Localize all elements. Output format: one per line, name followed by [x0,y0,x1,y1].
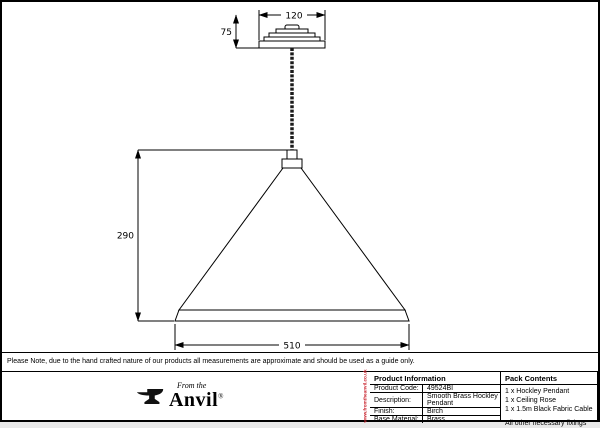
pendant-shade [174,167,410,322]
row-label: Description: [370,393,423,407]
website-strip: www.fromtheanvil.co.uk [359,369,370,423]
ceiling-rose [258,24,326,49]
dim-label-shade-width: 510 [283,342,300,352]
row-label: Product Code: [370,385,423,392]
product-info-body: Product Code: 49524BI Description: Smoot… [370,385,501,423]
row-value: Smooth Brass Hockley Pendant [427,393,498,407]
technical-drawing: 120 75 [117,9,410,352]
info-table: Product Information Pack Contents From t… [2,369,598,427]
dim-label-rose-height: 75 [221,28,232,38]
pack-contents-note: All other necessary fixings [505,420,587,427]
row-value: Birch [427,408,443,415]
lamp-holder [281,149,303,169]
pack-contents-body: 1 x Hockley Pendant 1 x Ceiling Rose 1 x… [501,385,598,427]
dimension-shade-height: 290 [117,149,287,322]
dim-label-shade-height: 290 [117,232,134,242]
dimension-rose-width: 120 [258,9,326,40]
table-row: Product Code: 49524BI [370,385,500,393]
dim-label-rose-width: 120 [285,12,302,22]
note-text: Please Note, due to the hand crafted nat… [7,358,415,365]
logo-from-the: From the [176,381,207,390]
note-bar: Please Note, due to the hand crafted nat… [2,352,598,372]
row-value: 49524BI [427,385,454,392]
dimension-rose-height: 75 [221,14,259,49]
row-value: Brass [427,416,445,423]
row-label: Finish: [370,408,423,415]
registered-mark: ® [218,392,224,401]
pack-contents-header: Pack Contents [501,372,598,385]
product-info-header: Product Information [370,372,501,385]
dimension-shade-width: 510 [174,324,410,352]
table-row: Description: Smooth Brass Hockley Pendan… [370,393,500,408]
table-row: Finish: Birch [370,408,500,416]
table-row: Base Material: Brass [370,416,500,423]
brand-logo: From the Anvil® www.fromtheanvil.co.uk [2,369,370,423]
pack-item: 1 x Hockley Pendant [505,388,570,395]
logo-anvil: Anvil® [168,389,224,411]
pack-item: 1 x 1.5m Black Fabric Cable [505,406,593,413]
website-text: www.fromtheanvil.co.uk [361,369,368,423]
anvil-icon [136,388,164,404]
row-label: Base Material: [370,416,423,423]
pack-item: 1 x Ceiling Rose [505,397,556,404]
